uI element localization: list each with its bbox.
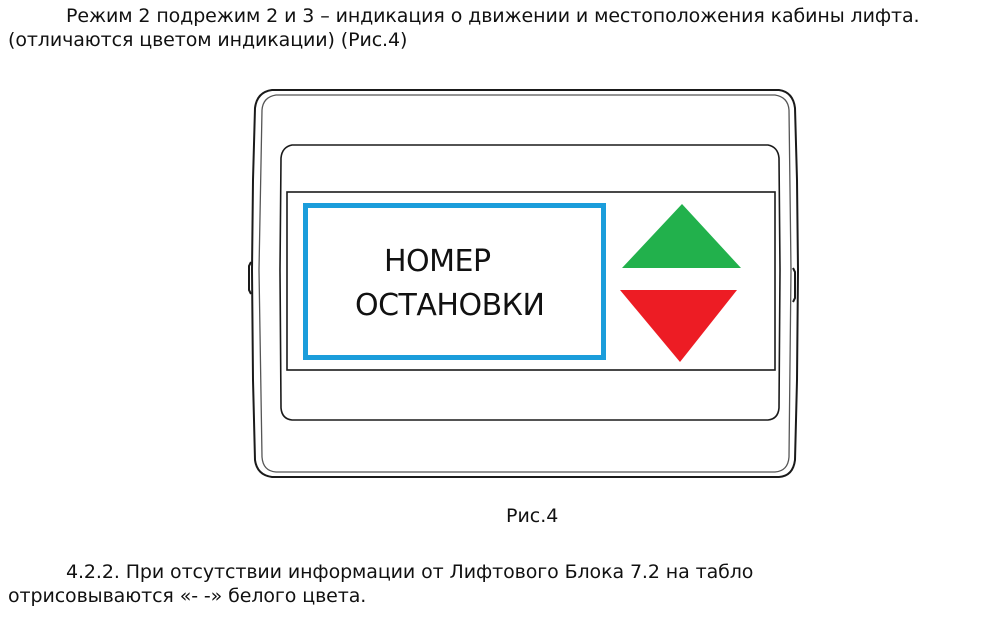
inner-panel xyxy=(279,144,781,421)
arrow-up-icon xyxy=(622,204,741,268)
intro-paragraph-line2: (отличаются цветом индикации) (Рис.4) xyxy=(8,29,408,51)
display-strip xyxy=(286,191,776,371)
section-paragraph-line1: 4.2.2. При отсутствии информации от Лифт… xyxy=(66,561,754,583)
device-housing xyxy=(248,89,800,478)
floor-number-label-line1: НОМЕР xyxy=(384,244,491,279)
arrow-down-icon xyxy=(620,290,737,362)
floor-number-label-line2: ОСТАНОВКИ xyxy=(355,288,545,323)
section-paragraph-line2: отрисовываются «- -» белого цвета. xyxy=(8,585,367,607)
figure-caption: Рис.4 xyxy=(506,505,559,527)
floor-number-frame xyxy=(303,203,606,360)
intro-paragraph-line1: Режим 2 подрежим 2 и 3 – индикация о дви… xyxy=(66,5,920,27)
